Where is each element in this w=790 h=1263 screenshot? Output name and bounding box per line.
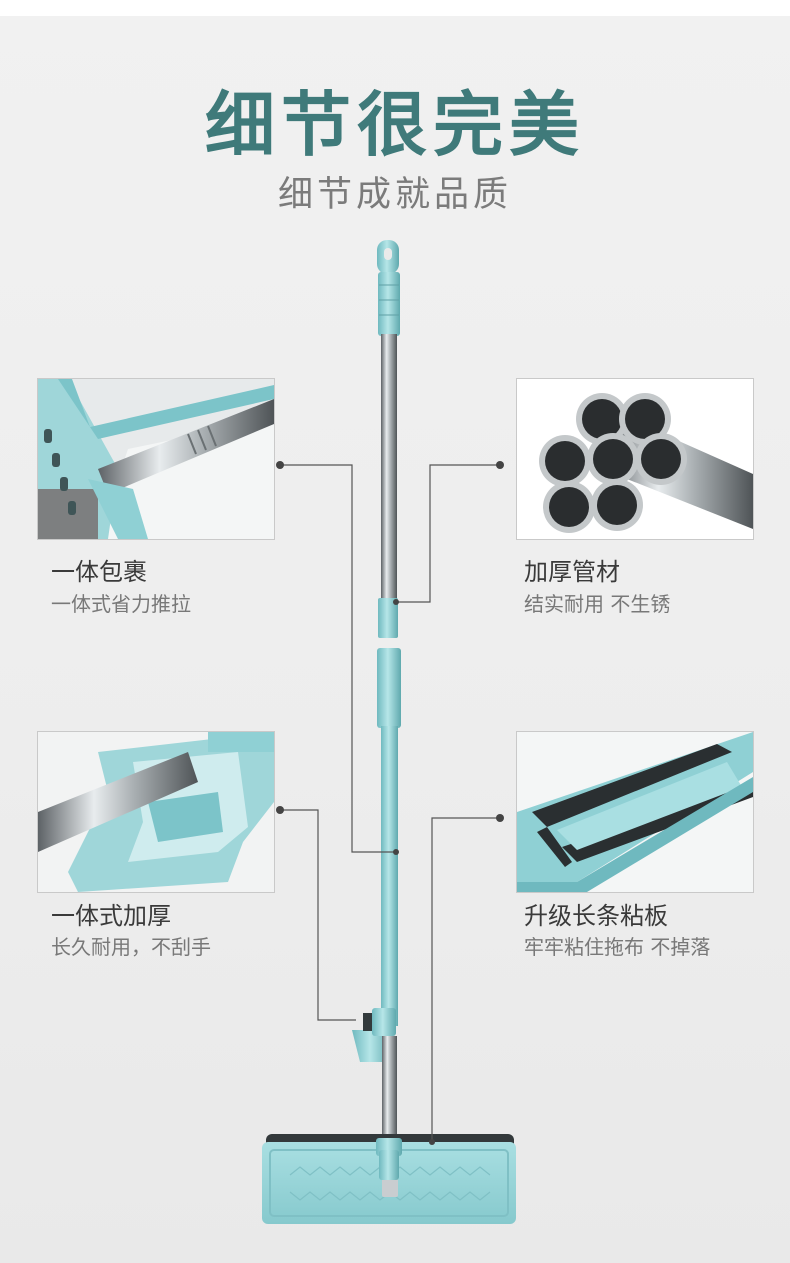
photo-clip-thick <box>37 731 275 893</box>
top-white-band <box>0 0 790 16</box>
callout-lines <box>280 464 500 1142</box>
feature-subtitle-wrap: 一体式省力推拉 <box>51 592 191 616</box>
feature-subtitle-tube: 结实耐用 不生锈 <box>524 592 671 616</box>
feature-subtitle-clip: 长久耐用，不刮手 <box>51 935 211 959</box>
callout-dot-2 <box>496 461 504 469</box>
pole-lock-collar <box>378 598 398 638</box>
upper-steel-pole <box>381 334 397 599</box>
page-title: 细节很完美 <box>205 84 585 166</box>
feature-title-wrap: 一体包裹 <box>51 558 147 586</box>
lower-steel-pole <box>382 1036 397 1140</box>
feature-title-strip: 升级长条粘板 <box>524 902 668 930</box>
callout-dot-1 <box>276 461 284 469</box>
callout-dot-4 <box>496 814 504 822</box>
photo-handle-wrap <box>37 378 275 540</box>
callout-dot-3 <box>276 806 284 814</box>
feature-title-tube: 加厚管材 <box>524 558 620 586</box>
photo-steel-tubes <box>516 378 754 540</box>
feature-subtitle-strip: 牢牢粘住拖布 不掉落 <box>524 935 711 959</box>
photo-strip-board <box>516 731 754 893</box>
page-subtitle: 细节成就品质 <box>277 175 512 215</box>
handle-grip <box>378 272 400 336</box>
feature-title-clip: 一体式加厚 <box>51 902 171 930</box>
lower-teal-pole <box>381 726 398 1026</box>
